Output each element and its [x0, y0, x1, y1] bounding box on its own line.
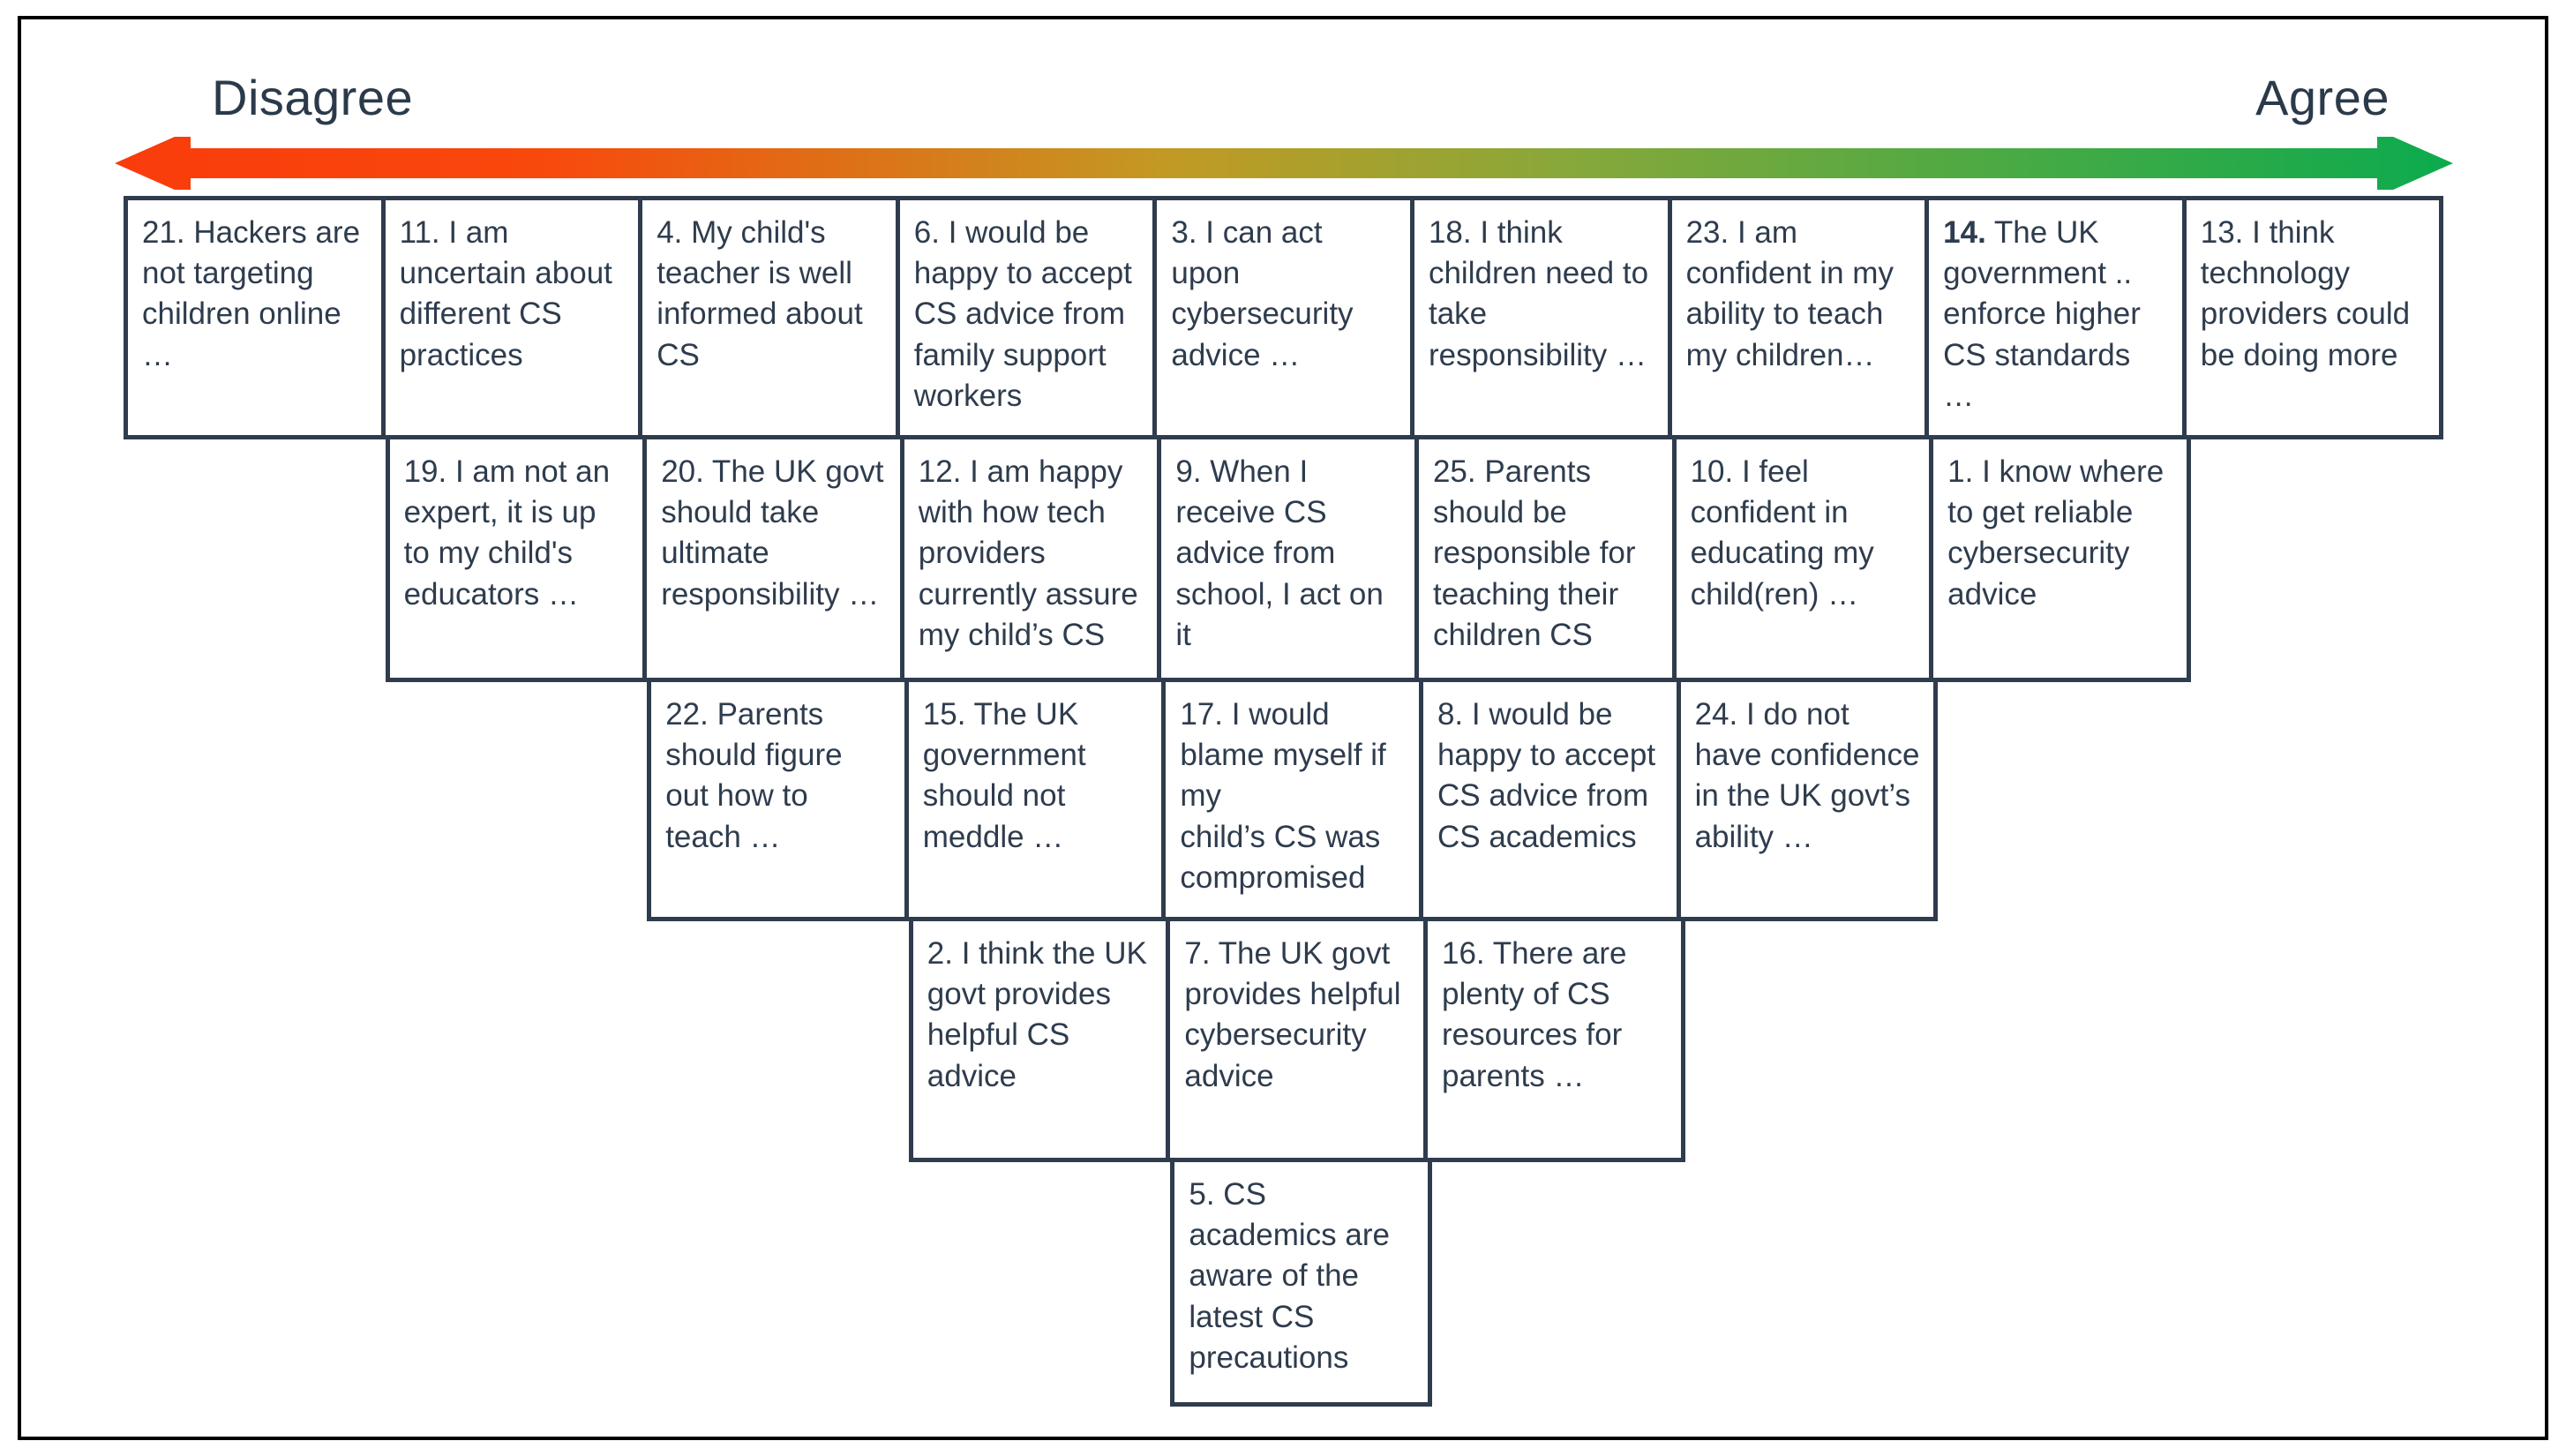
statement-text: 8. I would be happy to accept CS advice … — [1437, 697, 1656, 854]
statement-card-16[interactable]: 16. There are plenty of CS resources for… — [1422, 917, 1685, 1162]
statement-card-4[interactable]: 4. My child's teacher is well informed a… — [638, 196, 900, 439]
statement-text: 22. Parents should figure out how to tea… — [665, 697, 843, 854]
statement-card-14[interactable]: 14. The UK government .. enforce higher … — [1924, 196, 2187, 439]
statement-text: 19. I am not an expert, it is up to my c… — [403, 454, 611, 612]
statement-card-5[interactable]: 5. CS academics are aware of the latest … — [1170, 1158, 1432, 1407]
statement-text: 9. When I receive CS advice from school,… — [1175, 454, 1384, 652]
statement-card-19[interactable]: 19. I am not an expert, it is up to my c… — [385, 435, 648, 682]
statement-card-12[interactable]: 12. I am happy with how tech providers c… — [899, 435, 1162, 682]
statement-card-3[interactable]: 3. I can act upon cybersecurity advice … — [1152, 196, 1414, 439]
statement-card-15[interactable]: 15. The UK government should not meddle … — [904, 678, 1167, 921]
axis-label-agree: Agree — [2255, 70, 2390, 125]
statement-text: 16. There are plenty of CS resources for… — [1441, 936, 1627, 1093]
statement-card-17[interactable]: 17. I would blame myself if my child’s C… — [1161, 678, 1423, 921]
qsort-row-3: 22. Parents should figure out how to tea… — [647, 678, 2480, 921]
statement-text: 5. CS academics are aware of the latest … — [1189, 1177, 1390, 1375]
qsort-grid: 21. Hackers are not targeting children o… — [124, 196, 2480, 1407]
statement-text: 25. Parents should be responsible for te… — [1432, 454, 1636, 652]
statement-text: 18. I think children need to take respon… — [1428, 215, 1649, 372]
qsort-row-2: 19. I am not an expert, it is up to my c… — [385, 435, 2480, 682]
statement-card-11[interactable]: 11. I am uncertain about different CS pr… — [380, 196, 643, 439]
statement-card-2[interactable]: 2. I think the UK govt provides helpful … — [908, 917, 1171, 1162]
statement-card-10[interactable]: 10. I feel confident in educating my chi… — [1671, 435, 1934, 682]
statement-card-20[interactable]: 20. The UK govt should take ultimate res… — [642, 435, 904, 682]
statement-text: 21. Hackers are not targeting children o… — [142, 215, 361, 372]
statement-text: 3. I can act upon cybersecurity advice … — [1171, 215, 1354, 372]
statement-card-23[interactable]: 23. I am confident in my ability to teac… — [1667, 196, 1930, 439]
statement-text: 23. I am confident in my ability to teac… — [1685, 215, 1894, 372]
statement-text: 15. The UK government should not meddle … — [922, 697, 1086, 854]
statement-card-21[interactable]: 21. Hackers are not targeting children o… — [124, 196, 386, 439]
statement-text: 24. I do not have confidence in the UK g… — [1694, 697, 1920, 854]
statement-card-7[interactable]: 7. The UK govt provides helpful cybersec… — [1166, 917, 1428, 1162]
statement-card-6[interactable]: 6. I would be happy to accept CS advice … — [895, 196, 1158, 439]
agreement-axis: Disagree Agree — [0, 35, 2566, 194]
statement-card-1[interactable]: 1. I know where to get reliable cybersec… — [1929, 435, 2191, 682]
statement-text: 7. The UK govt provides helpful cybersec… — [1184, 936, 1401, 1093]
statement-card-25[interactable]: 25. Parents should be responsible for te… — [1414, 435, 1677, 682]
statement-text: 14. The UK government .. enforce higher … — [1943, 215, 2141, 413]
statement-text: 17. I would blame myself if my child’s C… — [1180, 697, 1386, 895]
statement-text: 1. I know where to get reliable cybersec… — [1947, 454, 2165, 612]
qsort-row-4: 2. I think the UK govt provides helpful … — [908, 917, 2480, 1162]
statement-card-8[interactable]: 8. I would be happy to accept CS advice … — [1418, 678, 1681, 921]
statement-card-9[interactable]: 9. When I receive CS advice from school,… — [1157, 435, 1419, 682]
qsort-row-5: 5. CS academics are aware of the latest … — [1170, 1158, 2480, 1407]
statement-text: 10. I feel confident in educating my chi… — [1690, 454, 1874, 612]
statement-card-24[interactable]: 24. I do not have confidence in the UK g… — [1676, 678, 1939, 921]
statement-card-22[interactable]: 22. Parents should figure out how to tea… — [647, 678, 909, 921]
statement-text: 12. I am happy with how tech providers c… — [918, 454, 1138, 652]
statement-text: 11. I am uncertain about different CS pr… — [399, 215, 612, 372]
statement-text: 20. The UK govt should take ultimate res… — [661, 454, 884, 612]
statement-card-18[interactable]: 18. I think children need to take respon… — [1409, 196, 1672, 439]
statement-text: 2. I think the UK govt provides helpful … — [927, 936, 1147, 1093]
axis-label-disagree: Disagree — [212, 70, 414, 125]
double-arrow-icon — [115, 137, 2453, 190]
statement-card-13[interactable]: 13. I think technology providers could b… — [2181, 196, 2444, 439]
qsort-row-1: 21. Hackers are not targeting children o… — [124, 196, 2480, 439]
statement-text: 6. I would be happy to accept CS advice … — [913, 215, 1132, 413]
statement-text: 4. My child's teacher is well informed a… — [657, 215, 863, 372]
statement-text: 13. I think technology providers could b… — [2200, 215, 2411, 372]
